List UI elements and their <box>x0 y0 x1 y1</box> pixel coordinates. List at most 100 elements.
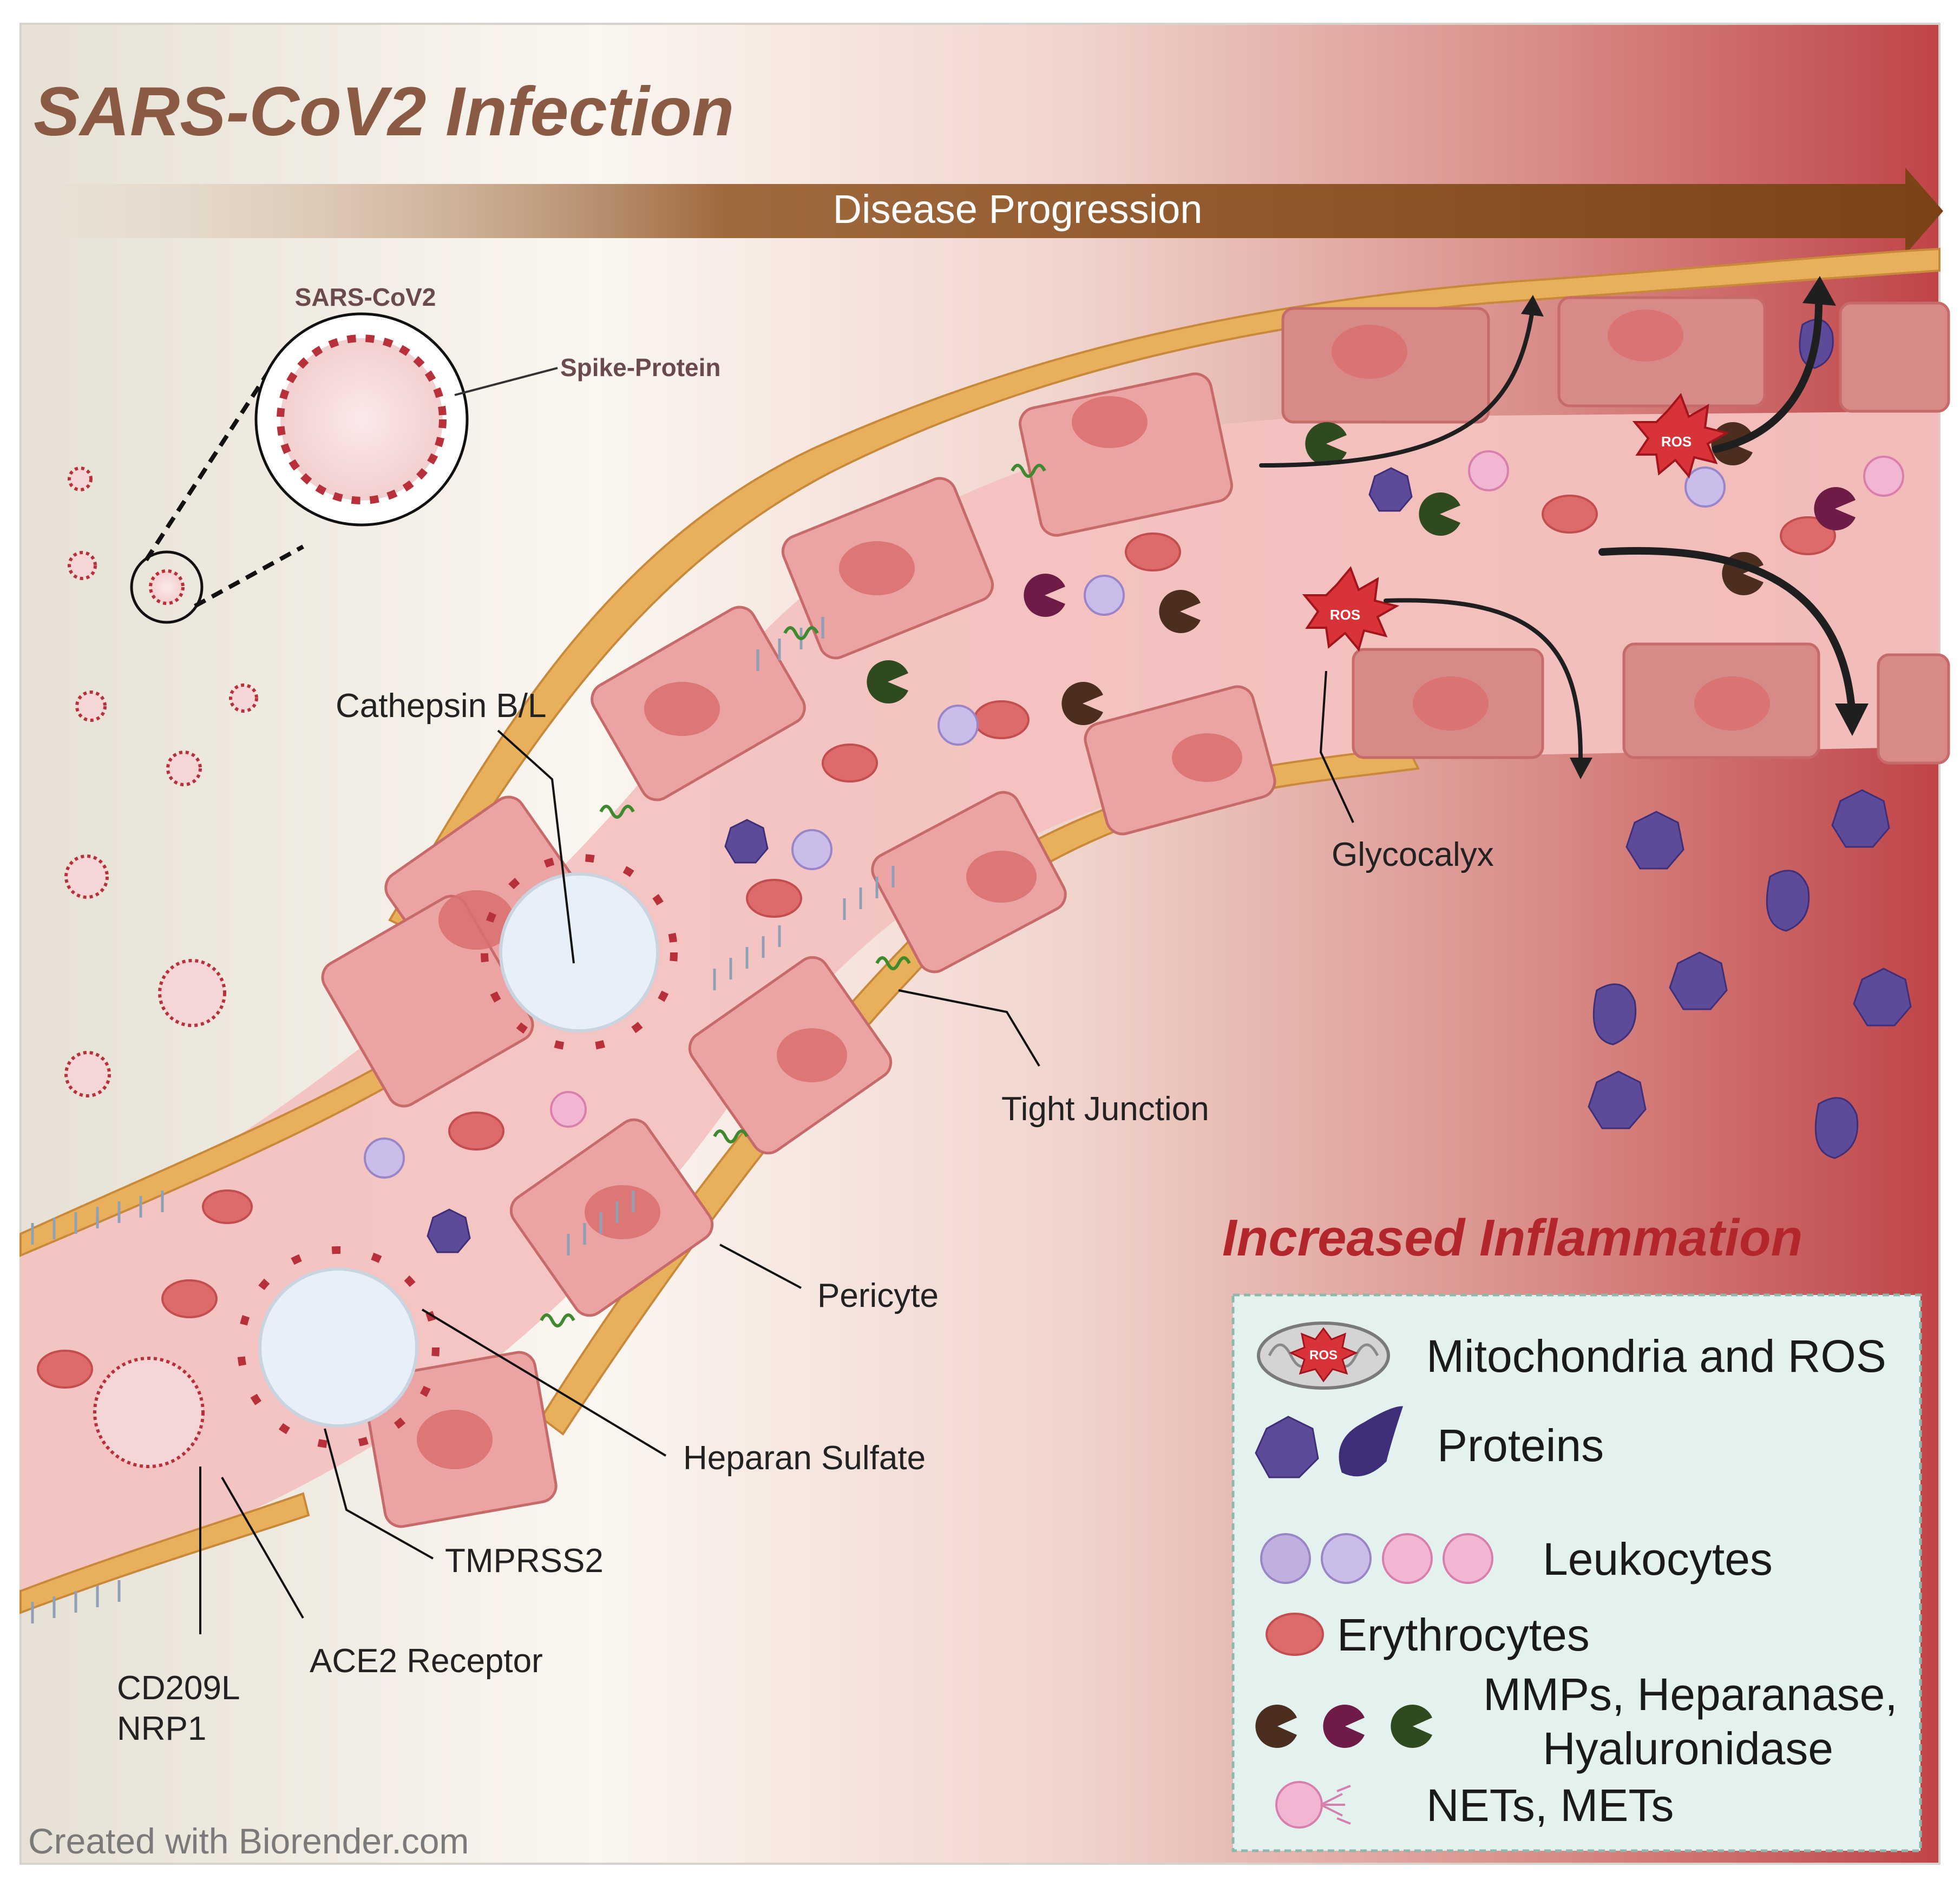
spike-label: Spike-Protein <box>560 353 721 382</box>
figure-frame <box>19 23 1941 1865</box>
nucleus <box>1332 325 1407 379</box>
tmprss2-leader <box>324 1428 434 1560</box>
legend-label-leukocytes: Leukocytes <box>1543 1534 1773 1584</box>
endosome-upper <box>481 854 678 1051</box>
enzyme-mmp <box>1305 422 1347 466</box>
leakage-arrows <box>1259 276 1869 779</box>
leakage-arrow <box>1598 547 1855 707</box>
label-ace2: ACE2 Receptor <box>310 1642 543 1680</box>
nucleus <box>1413 676 1489 731</box>
erythrocyte <box>1542 495 1598 534</box>
endosome-lower <box>237 1246 440 1449</box>
virus-particle <box>93 1357 205 1468</box>
ros-bursts: ROS ROS <box>1302 393 1730 652</box>
nets-icon <box>1275 1781 1351 1829</box>
protein <box>724 819 769 864</box>
pericyte-leader <box>719 1244 802 1289</box>
label-tight-junction: Tight Junction <box>1001 1090 1209 1128</box>
nucleus <box>1694 676 1770 731</box>
nucleus <box>1072 396 1148 448</box>
virus-magnified <box>277 334 447 504</box>
leukocyte <box>550 1091 587 1128</box>
endosome <box>499 872 659 1033</box>
disease-progression-arrow: Disease Progression <box>65 168 1943 254</box>
leukocyte <box>791 829 832 870</box>
enzyme-mmp <box>1024 574 1065 617</box>
label-nrp1: NRP1 <box>117 1710 206 1747</box>
enzymes-icon <box>1255 1705 1432 1748</box>
spike-leader <box>454 367 558 396</box>
legend-label-mito: Mitochondria and ROS <box>1426 1331 1886 1382</box>
callout-zoom-circle <box>130 550 204 624</box>
nucleus <box>839 541 915 595</box>
pericyte-layer-left-bottom <box>19 1492 310 1614</box>
protein <box>1669 951 1728 1010</box>
callout-dash-upper <box>144 350 284 562</box>
leakage-arrow <box>1259 312 1534 468</box>
enzyme-mmp <box>867 660 908 703</box>
tight-junction-leader <box>898 989 1040 1067</box>
virus-label: SARS-CoV2 <box>295 283 436 311</box>
erythrocyte <box>161 1279 218 1318</box>
erythrocyte <box>37 1350 93 1389</box>
leukocyte <box>364 1138 405 1179</box>
cathepsin-leader <box>497 729 575 964</box>
nucleus <box>644 682 720 736</box>
leukocyte <box>1684 466 1726 508</box>
protein <box>1814 1097 1859 1159</box>
protein <box>1766 870 1810 932</box>
endothelial-cell <box>1839 301 1950 413</box>
proteins-icon <box>1255 1406 1404 1478</box>
ros-label: ROS <box>1661 433 1692 450</box>
erythrocytes <box>37 495 1836 1389</box>
enzyme-mmp <box>1061 682 1103 725</box>
pericyte-layer-top <box>388 247 1941 932</box>
virus-particle <box>64 1051 111 1097</box>
ace2-leader <box>221 1477 304 1619</box>
annotation-leaders <box>199 670 1354 1634</box>
endosome-virus-ring <box>237 1246 440 1449</box>
heparan-leader <box>421 1309 667 1457</box>
figure-title: SARS-CoV2 Infection <box>34 73 734 150</box>
leakage-arrow <box>1384 598 1583 760</box>
credit-text: Created with Biorender.com <box>28 1821 469 1861</box>
protein <box>1853 968 1912 1027</box>
leukocyte <box>1084 575 1125 616</box>
label-glycocalyx: Glycocalyx <box>1332 836 1494 873</box>
disease-progression-label: Disease Progression <box>833 187 1203 232</box>
erythrocyte <box>746 879 802 918</box>
leukocyte <box>1468 450 1509 491</box>
erythrocyte <box>448 1112 504 1150</box>
free-virus-particles <box>64 466 258 1468</box>
leukocytes <box>364 450 1904 1179</box>
nucleus <box>1172 733 1242 782</box>
virus-particle <box>68 551 97 580</box>
protein <box>1592 983 1637 1046</box>
protein <box>1368 467 1413 512</box>
endothelial-cell <box>1877 653 1950 765</box>
leukocytes-icon <box>1260 1533 1493 1584</box>
virus-particle <box>64 854 109 899</box>
leakage-arrow <box>1712 299 1823 453</box>
erythrocyte <box>1780 516 1836 555</box>
legend-box: ROS Mitochondria and ROS Proteins Leukoc… <box>1231 1293 1922 1852</box>
virus-particle <box>68 466 93 491</box>
virus-particle <box>166 751 202 786</box>
extravasated-proteins <box>427 319 1912 1253</box>
enzyme-mmp <box>1814 487 1856 530</box>
glycocalyx-leader <box>1319 670 1354 823</box>
legend-label-nets: NETs, METs <box>1426 1780 1674 1831</box>
erythrocyte-icon <box>1266 1613 1324 1656</box>
legend-label-proteins: Proteins <box>1437 1420 1604 1471</box>
legend-label-erythrocytes: Erythrocytes <box>1337 1609 1590 1660</box>
legend-label-enzymes-1: MMPs, Heparanase, <box>1483 1669 1898 1720</box>
ros-label: ROS <box>1330 607 1360 623</box>
nucleus <box>966 851 1037 903</box>
enzyme-mmp <box>1159 590 1201 633</box>
callout-dash-lower <box>194 544 304 608</box>
protein <box>1831 789 1890 848</box>
label-tmprss2: TMPRSS2 <box>445 1542 604 1580</box>
endosome <box>258 1267 418 1428</box>
nucleus <box>585 1185 660 1239</box>
erythrocyte <box>202 1189 253 1224</box>
